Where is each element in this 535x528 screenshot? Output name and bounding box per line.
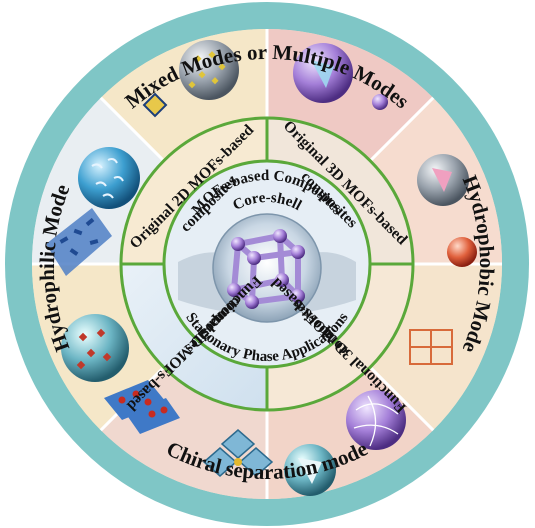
crystal-sphere-icon	[179, 40, 239, 100]
diamond-crystal-icon	[142, 92, 168, 118]
purple-shell-sphere-icon	[293, 43, 388, 110]
mof-nodes	[227, 229, 305, 309]
octahedra-cluster-icon	[202, 429, 274, 477]
teal-shell-icon	[284, 444, 336, 496]
core-shell-sphere-icon	[61, 314, 129, 382]
orange-framework-icon	[409, 329, 453, 365]
nanosheet-sphere-icon	[78, 147, 140, 209]
blue-crystal-flakes-icon	[46, 208, 112, 276]
network-sphere-icon	[346, 390, 406, 450]
red-diamond-sheet-icon	[104, 380, 180, 434]
cutaway-sphere-icon	[417, 154, 469, 206]
mof-cube-framework-icon	[231, 233, 301, 305]
red-sphere-icon	[447, 237, 477, 267]
